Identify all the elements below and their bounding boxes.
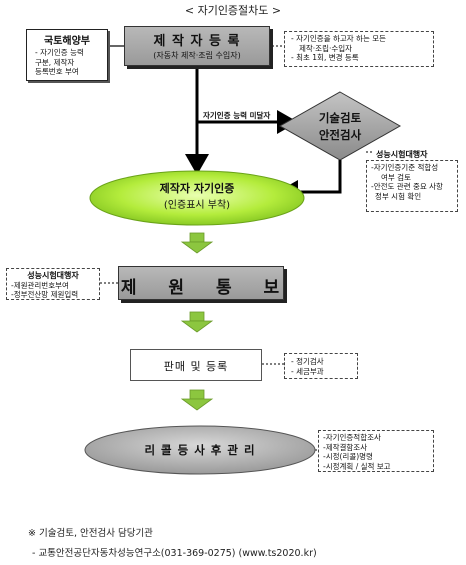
green-arrow-1 — [180, 232, 214, 254]
registration-note-line: 제작·조립·수입자 — [299, 43, 353, 53]
self-cert-node — [89, 170, 305, 226]
sales-note-line: - 세금부과 — [291, 366, 324, 376]
sales-registration-label: 판매 및 등록 — [163, 360, 229, 373]
recall-note-line: -시정계획 / 실적 보고 — [323, 461, 391, 471]
recall-note-line: -자기인증적합조사 — [323, 433, 381, 442]
sales-note-line: - 정기검사 — [291, 357, 324, 366]
agency-note-1-line: -안전도 관련 중요 사항 — [371, 182, 443, 191]
manufacturer-registration-sub: (자동차 제작·조립 수입자) — [153, 51, 241, 60]
agency-note-2-line: -정부전산망 제원입력 — [11, 290, 79, 299]
ministry-box: 국토해양부 - 자기인증 능력 구분, 제작자 등록번호 부여 — [26, 29, 108, 81]
ministry-line: - 자기인증 능력 — [35, 48, 84, 57]
agency-note-2-heading: 성능시험대행자 — [27, 271, 79, 280]
spec-notice-label: 제 원 통 보 — [120, 278, 282, 298]
registration-note: - 자기인증을 하고자 하는 모든 제작·조립·수입자 - 최초 1회, 변경 … — [284, 31, 434, 67]
ministry-heading: 국토해양부 — [44, 36, 90, 47]
sales-registration-box: 판매 및 등록 — [130, 349, 262, 381]
agency-note-1-line: 정부 시험 확인 — [375, 191, 422, 201]
agency-note-2: 성능시험대행자 -제원관리번호부여 -정부전산망 제원입력 — [6, 268, 100, 300]
tech-review-line: 기술검토 — [318, 111, 362, 125]
recall-note-line: -제작결함조사 — [323, 442, 368, 452]
footer-note-heading: ※ 기술검토, 안전검사 담당기관 — [28, 528, 153, 539]
agency-note-1-line: -자기인증기준 적합성 — [371, 163, 439, 172]
recall-note-line: -시정(리콜)명령 — [323, 452, 373, 461]
recall-node — [84, 425, 316, 475]
ministry-line: 등록번호 부여 — [35, 67, 79, 76]
self-cert-text: 제작자 자기인증 (인증표시 부착) — [110, 180, 284, 214]
agency-note-1-line: 여부 검토 — [381, 172, 411, 182]
tech-review-text: 기술검토 안전검사 — [300, 110, 380, 144]
manufacturer-registration-label: 제 작 자 등 록 — [153, 34, 241, 49]
spec-notice-box: 제 원 통 보 — [118, 266, 284, 300]
self-cert-line2: (인증표시 부착) — [163, 200, 231, 211]
ministry-line: 구분, 제작자 — [35, 57, 75, 67]
insufficient-capability-label: 자기인증 능력 미달자 — [203, 111, 271, 120]
green-arrow-3 — [180, 389, 214, 411]
agency-note-1-heading: 성능시험대행자 — [376, 150, 428, 159]
green-arrow-2 — [180, 311, 214, 333]
agency-note-1: -자기인증기준 적합성 여부 검토 -안전도 관련 중요 사항 정부 시험 확인 — [366, 160, 458, 212]
registration-note-line: - 자기인증을 하고자 하는 모든 — [291, 34, 387, 43]
diagram-title: < 자기인증절차도 > — [184, 4, 282, 17]
agency-note-2-line: -제원관리번호부여 — [11, 280, 69, 290]
recall-label: 리 콜 등 사 후 관 리 — [144, 443, 256, 457]
recall-note: -자기인증적합조사 -제작결함조사 -시정(리콜)명령 -시정계획 / 실적 보… — [318, 430, 434, 472]
registration-note-line: - 최초 1회, 변경 등록 — [291, 53, 359, 62]
tech-review-line: 안전검사 — [318, 128, 362, 142]
sales-note: - 정기검사 - 세금부과 — [284, 353, 358, 379]
ministry-text: - 자기인증 능력 구분, 제작자 등록번호 부여 — [27, 48, 107, 77]
self-cert-line1: 제작자 자기인증 — [159, 182, 235, 195]
manufacturer-registration-box: 제 작 자 등 록 (자동차 제작·조립 수입자) — [124, 26, 270, 66]
footer-note-contact: - 교통안전공단자동차성능연구소(031-369-0275) (www.ts20… — [32, 548, 317, 559]
